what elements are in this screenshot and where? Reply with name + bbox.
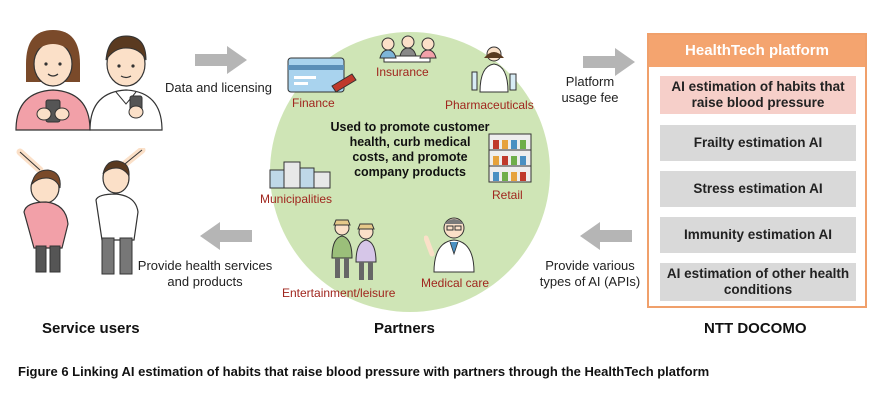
arrow-right-icon [195,46,247,74]
insurance-icon [379,35,437,63]
pharmaceuticals-icon [471,46,517,93]
users-phone-illustration [15,30,163,131]
provide-ai-label: Provide various types of AI (APIs) [539,258,641,289]
ai-item-immunity: Immunity estimation AI [660,217,856,253]
man-phone-icon [89,35,163,131]
partners-purpose-text: Used to promote customer health, curb me… [330,120,490,179]
partner-retail-label: Retail [492,188,523,202]
man-exercise-icon [95,148,146,275]
partners-title: Partners [374,320,435,337]
municipalities-icon [269,161,331,189]
partner-finance-label: Finance [292,96,335,110]
platform-title: HealthTech platform [649,35,865,67]
arrow-right-icon [583,48,635,76]
data-licensing-label: Data and licensing [165,80,272,95]
ai-item-stress: Stress estimation AI [660,171,856,207]
ai-item-blood-pressure: AI estimation of habits that raise blood… [660,76,856,114]
users-exercise-illustration [16,148,146,275]
finance-icon [287,57,357,93]
woman-exercise-icon [16,148,69,273]
figure-caption: Figure 6 Linking AI estimation of habits… [18,364,710,379]
partner-medical-care-label: Medical care [421,276,490,290]
ai-item-other: AI estimation of other health conditions [660,263,856,301]
ntt-docomo-title: NTT DOCOMO [704,320,807,337]
medical-care-icon [424,217,475,273]
service-users-title: Service users [42,320,140,337]
entertainment-icon [331,219,377,280]
woman-phone-icon [15,30,91,131]
arrow-left-icon [200,222,252,250]
arrow-left-icon [580,222,632,250]
platform-fee-label: Platform usage fee [561,74,619,105]
ai-item-frailty: Frailty estimation AI [660,125,856,161]
partner-pharmaceuticals-label: Pharmaceuticals [445,98,534,112]
provide-services-label: Provide health services and products [137,258,273,289]
partner-entertainment-label: Entertainment/leisure [282,286,396,300]
partner-municipalities-label: Municipalities [260,192,333,206]
healthtech-platform-panel: HealthTech platform AI estimation of hab… [647,33,867,308]
partner-insurance-label: Insurance [376,65,429,79]
retail-icon [488,133,532,183]
